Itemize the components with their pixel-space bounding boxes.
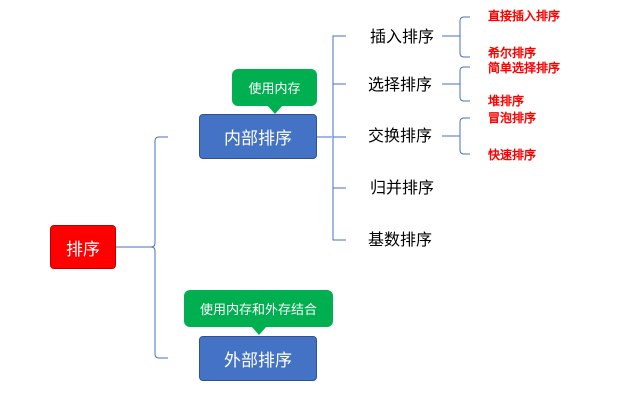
bracket-select (455, 66, 470, 102)
variant-straight-insertion: 直接插入排序 (488, 9, 561, 23)
internal-note-text: 使用内存 (248, 82, 301, 97)
variant-heap-sort: 堆排序 (488, 94, 525, 108)
callout-tail (250, 326, 267, 335)
method-exchange-sort: 交换排序 (368, 126, 433, 145)
variant-bubble-sort: 冒泡排序 (488, 111, 537, 125)
bracket-swap (455, 117, 470, 155)
variant-simple-selection: 简单选择排序 (488, 61, 561, 75)
internal-memory-note: 使用内存 (232, 69, 317, 114)
internal-sort-node: 内部排序 (199, 114, 317, 159)
bracket-root (138, 136, 168, 359)
callout-tail (266, 105, 283, 114)
variant-quick-sort: 快速排序 (488, 148, 537, 162)
method-insertion-sort: 插入排序 (370, 27, 435, 46)
external-memory-note: 使用内存和外存结合 (184, 290, 333, 335)
method-selection-sort: 选择排序 (368, 75, 433, 94)
external-note-text: 使用内存和外存结合 (199, 303, 317, 318)
method-merge-sort: 归并排序 (370, 178, 435, 197)
method-radix-sort: 基数排序 (368, 230, 433, 249)
root-node: 排序 (50, 225, 116, 269)
bracket-insert (455, 16, 470, 58)
external-sort-node: 外部排序 (199, 336, 317, 381)
variant-shell-sort: 希尔排序 (488, 46, 537, 60)
bracket-internal (332, 35, 346, 241)
